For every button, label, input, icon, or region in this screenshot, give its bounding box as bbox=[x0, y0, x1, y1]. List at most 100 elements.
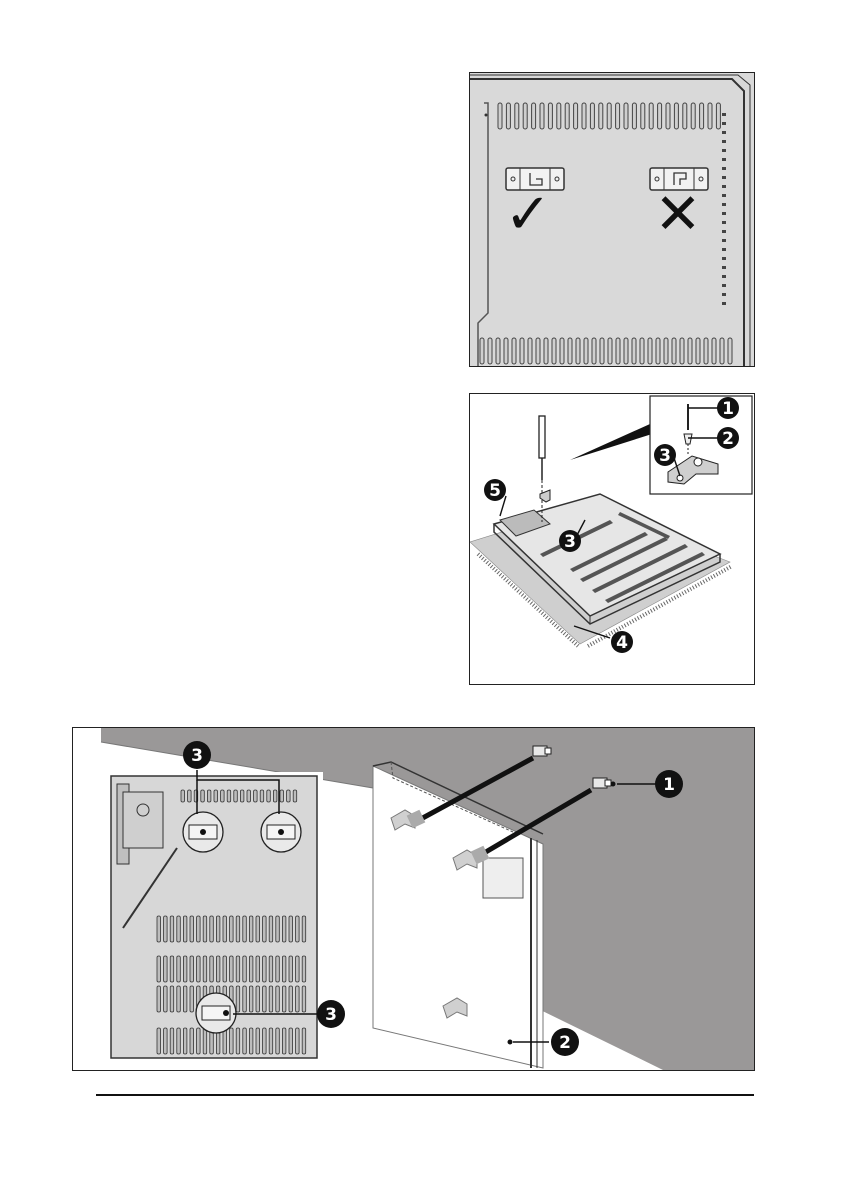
vent-slot bbox=[584, 338, 588, 364]
back-vent-slot bbox=[197, 956, 201, 982]
callout-1: 1 bbox=[717, 397, 739, 419]
side-vent-slot bbox=[722, 266, 726, 269]
back-vent-slot bbox=[269, 986, 273, 1012]
vent-slot bbox=[548, 103, 552, 129]
back-vent-slot bbox=[236, 956, 240, 982]
vent-slot bbox=[616, 338, 620, 364]
vent-slot bbox=[515, 103, 519, 129]
back-vent-slot bbox=[203, 1028, 207, 1054]
back-vent-slot bbox=[280, 790, 284, 802]
back-vent-slot bbox=[289, 1028, 293, 1054]
side-vent-slot bbox=[722, 149, 726, 152]
back-vent-slot bbox=[203, 956, 207, 982]
back-vent-slot bbox=[247, 790, 251, 802]
back-vent-slot bbox=[256, 986, 260, 1012]
vent-slot bbox=[504, 338, 508, 364]
vent-slot bbox=[480, 338, 484, 364]
back-vent-slot bbox=[256, 956, 260, 982]
vent-slot bbox=[624, 338, 628, 364]
side-vent-slot bbox=[722, 176, 726, 179]
svg-text:1: 1 bbox=[663, 775, 675, 795]
back-vent-slot bbox=[230, 956, 234, 982]
callout-5: 5 bbox=[484, 479, 506, 501]
vent-slot bbox=[540, 103, 544, 129]
back-vent-slot bbox=[210, 956, 214, 982]
back-vent-slot bbox=[302, 916, 306, 942]
back-vent-slot bbox=[183, 916, 187, 942]
side-vent-slot bbox=[722, 140, 726, 143]
svg-text:3: 3 bbox=[191, 746, 203, 766]
back-vent-slot bbox=[203, 916, 207, 942]
back-vent-slot bbox=[170, 986, 174, 1012]
vent-slot bbox=[607, 103, 611, 129]
back-vent-slot bbox=[256, 1028, 260, 1054]
back-vent-slot bbox=[177, 916, 181, 942]
back-vent-slot bbox=[221, 790, 225, 802]
back-vent-slot bbox=[236, 916, 240, 942]
vent-slot bbox=[496, 338, 500, 364]
back-vent-slot bbox=[230, 916, 234, 942]
vent-slot bbox=[640, 338, 644, 364]
back-vent-slot bbox=[197, 916, 201, 942]
side-vent-slot bbox=[722, 131, 726, 134]
back-vent-slot bbox=[157, 986, 161, 1012]
side-vent-slot bbox=[722, 248, 726, 251]
back-vent-slot bbox=[263, 986, 267, 1012]
svg-text:3: 3 bbox=[325, 1005, 337, 1025]
back-vent-slot bbox=[170, 956, 174, 982]
back-vent-slot bbox=[282, 1028, 286, 1054]
side-vent-slot bbox=[722, 221, 726, 224]
svg-text:2: 2 bbox=[559, 1033, 571, 1053]
back-vent-slot bbox=[302, 1028, 306, 1054]
vent-slot bbox=[688, 338, 692, 364]
back-vent-slot bbox=[177, 986, 181, 1012]
vent-slot bbox=[616, 103, 620, 129]
vent-slot bbox=[658, 103, 662, 129]
side-vent-slot bbox=[722, 239, 726, 242]
vent-slot bbox=[700, 103, 704, 129]
vent-slot bbox=[506, 103, 510, 129]
vent-slot bbox=[672, 338, 676, 364]
svg-text:2: 2 bbox=[722, 429, 734, 449]
back-vent-slot bbox=[234, 790, 238, 802]
back-vent-slot bbox=[170, 916, 174, 942]
vent-slot bbox=[664, 338, 668, 364]
side-vent-slot bbox=[722, 257, 726, 260]
back-vent-slot bbox=[240, 790, 244, 802]
back-vent-slot bbox=[260, 790, 264, 802]
side-vent-slot bbox=[722, 230, 726, 233]
heater-on-floor-illustration: 1 2 3 3 4 5 bbox=[470, 394, 754, 684]
back-vent-slot bbox=[249, 986, 253, 1012]
back-vent-slot bbox=[289, 916, 293, 942]
back-vent-slot bbox=[296, 916, 300, 942]
back-vent-slot bbox=[276, 956, 280, 982]
back-vent-slot bbox=[273, 790, 277, 802]
wall-plug-lower bbox=[593, 778, 611, 788]
back-vent-slot bbox=[170, 1028, 174, 1054]
side-vent-slot bbox=[722, 167, 726, 170]
back-vent-slot bbox=[282, 916, 286, 942]
vent-slot bbox=[532, 103, 536, 129]
heater-back-view bbox=[103, 772, 323, 1064]
callout-3-bottom: 3 bbox=[317, 1000, 345, 1028]
back-vent-slot bbox=[164, 956, 168, 982]
back-vent-slot bbox=[183, 1028, 187, 1054]
back-vent-slot bbox=[289, 986, 293, 1012]
back-vent-slot bbox=[249, 1028, 253, 1054]
back-vent-slot bbox=[263, 1028, 267, 1054]
back-vent-slot bbox=[302, 986, 306, 1012]
back-vent-slot bbox=[201, 790, 205, 802]
back-vent-slot bbox=[296, 1028, 300, 1054]
vent-slot bbox=[656, 338, 660, 364]
side-vent-slot bbox=[722, 275, 726, 278]
vent-slots-top bbox=[498, 103, 720, 129]
back-vent-slot bbox=[190, 1028, 194, 1054]
svg-text:5: 5 bbox=[489, 481, 501, 501]
back-vent-slot bbox=[276, 986, 280, 1012]
side-vent-slot bbox=[722, 113, 726, 116]
callout-3-top: 3 bbox=[183, 741, 211, 769]
vent-slot bbox=[544, 338, 548, 364]
back-vent-slot bbox=[282, 956, 286, 982]
back-vent-slot bbox=[157, 1028, 161, 1054]
footer-rule bbox=[96, 1094, 754, 1096]
